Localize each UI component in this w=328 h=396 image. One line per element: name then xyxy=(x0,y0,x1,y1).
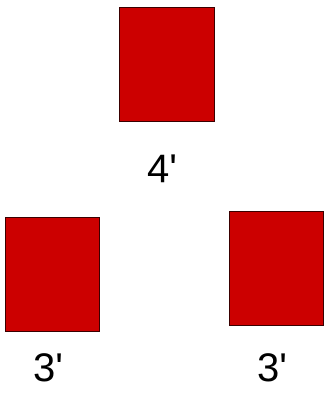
top-square-label: 4' xyxy=(147,147,177,191)
bottom-right-square xyxy=(229,211,324,326)
bottom-right-square-label: 3' xyxy=(257,346,287,390)
bottom-left-square xyxy=(5,217,100,332)
top-square xyxy=(119,7,215,122)
bottom-left-square-label: 3' xyxy=(33,346,63,390)
